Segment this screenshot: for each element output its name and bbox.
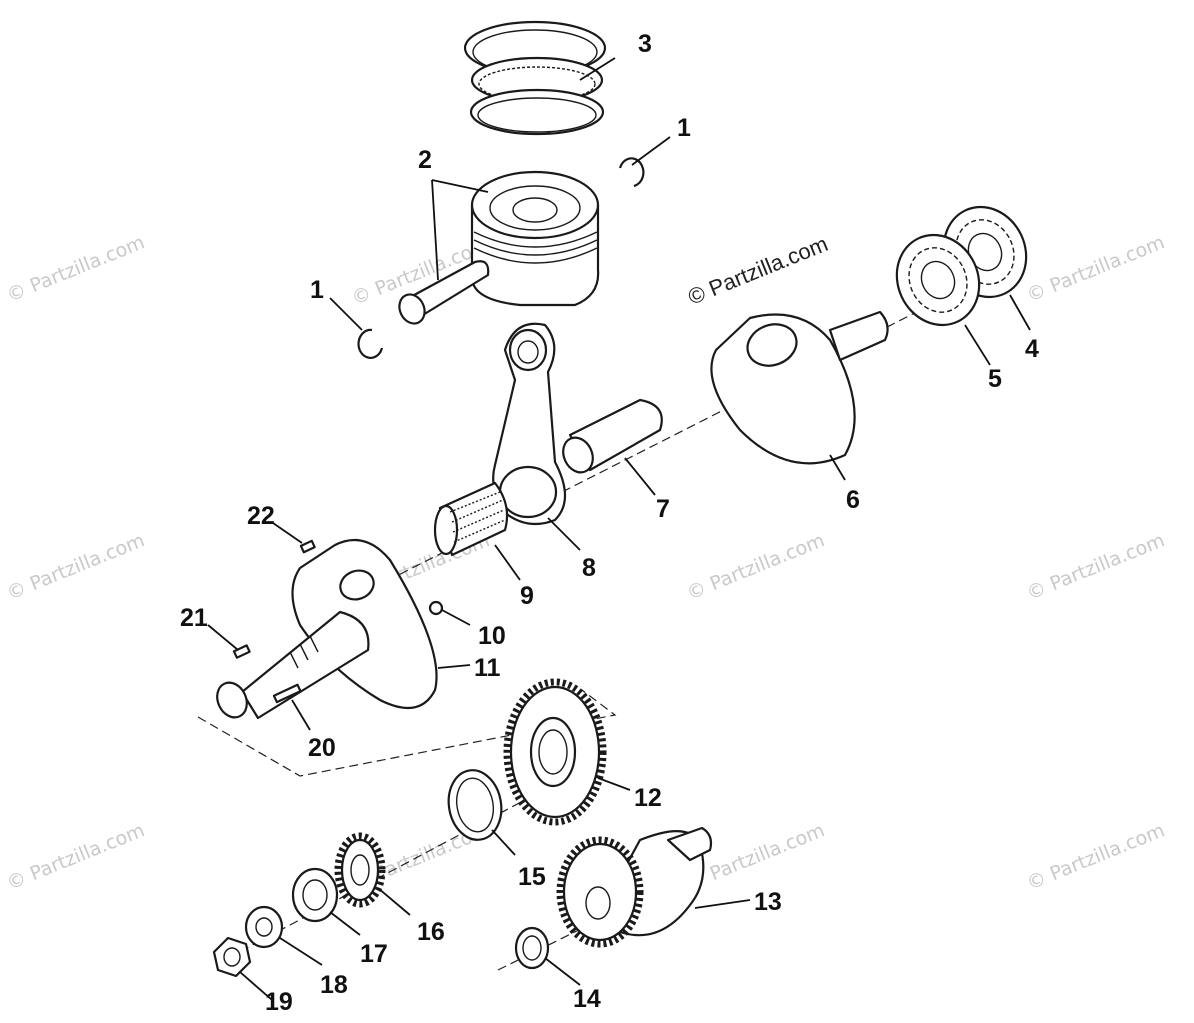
leader-lines	[207, 57, 1031, 1001]
piston-rings	[463, 20, 607, 136]
watermark-1: © Partzilla.com	[4, 231, 148, 306]
callout-13: 13	[754, 888, 782, 916]
callout-14: 14	[573, 985, 601, 1013]
callout-21: 21	[180, 604, 208, 632]
gear-12	[503, 678, 607, 826]
key-21	[232, 644, 251, 659]
pin-22	[299, 539, 316, 554]
crank-pin	[562, 398, 663, 474]
watermark-3: © Partzilla.com	[1024, 231, 1168, 306]
crank-left	[216, 538, 438, 720]
callout-8: 8	[582, 554, 596, 582]
nut-19	[212, 936, 252, 978]
watermark-11: © Partzilla.com	[1024, 819, 1168, 894]
connecting-rod	[492, 322, 566, 526]
callouts: 1 1 2 3 4 5 6 7 8 9 10 11 12 13 14 15 16…	[180, 30, 1039, 1016]
callout-5: 5	[988, 365, 1002, 393]
callout-3: 3	[638, 30, 652, 58]
bearing-5	[895, 233, 981, 327]
callout-7: 7	[656, 495, 670, 523]
callout-19: 19	[265, 988, 293, 1016]
nut-17	[291, 867, 339, 923]
callout-1-right: 1	[677, 114, 691, 142]
watermark-7: © Partzilla.com	[1024, 529, 1168, 604]
callout-6: 6	[846, 486, 860, 514]
callout-9: 9	[520, 582, 534, 610]
callout-22: 22	[247, 502, 275, 530]
callout-10: 10	[478, 622, 506, 650]
callout-15: 15	[518, 863, 546, 891]
callout-17: 17	[360, 940, 388, 968]
washer-15	[447, 769, 503, 841]
callout-16: 16	[417, 918, 445, 946]
callout-12: 12	[634, 784, 662, 812]
piston	[470, 170, 600, 307]
circlip-left	[357, 328, 384, 359]
sprocket-16	[334, 832, 386, 908]
circlip-right	[618, 157, 645, 188]
watermark-8: © Partzilla.com	[4, 819, 148, 894]
pin-20	[272, 683, 302, 704]
balancer-13	[556, 826, 713, 948]
washer-14	[514, 926, 550, 970]
crank-right	[710, 310, 889, 465]
ball-10	[428, 600, 444, 616]
callout-4: 4	[1025, 335, 1039, 363]
needle-bearing	[433, 481, 509, 557]
callout-2: 2	[418, 146, 432, 174]
watermark-4: © Partzilla.com	[4, 529, 148, 604]
callout-1-left: 1	[310, 276, 324, 304]
watermark-6: © Partzilla.com	[684, 529, 828, 604]
copyright-credit: © Partzilla.com	[685, 231, 832, 310]
callout-18: 18	[320, 971, 348, 999]
callout-11: 11	[474, 654, 501, 682]
washer-18	[244, 905, 284, 949]
piston-pin	[398, 260, 490, 325]
callout-20: 20	[308, 734, 336, 762]
